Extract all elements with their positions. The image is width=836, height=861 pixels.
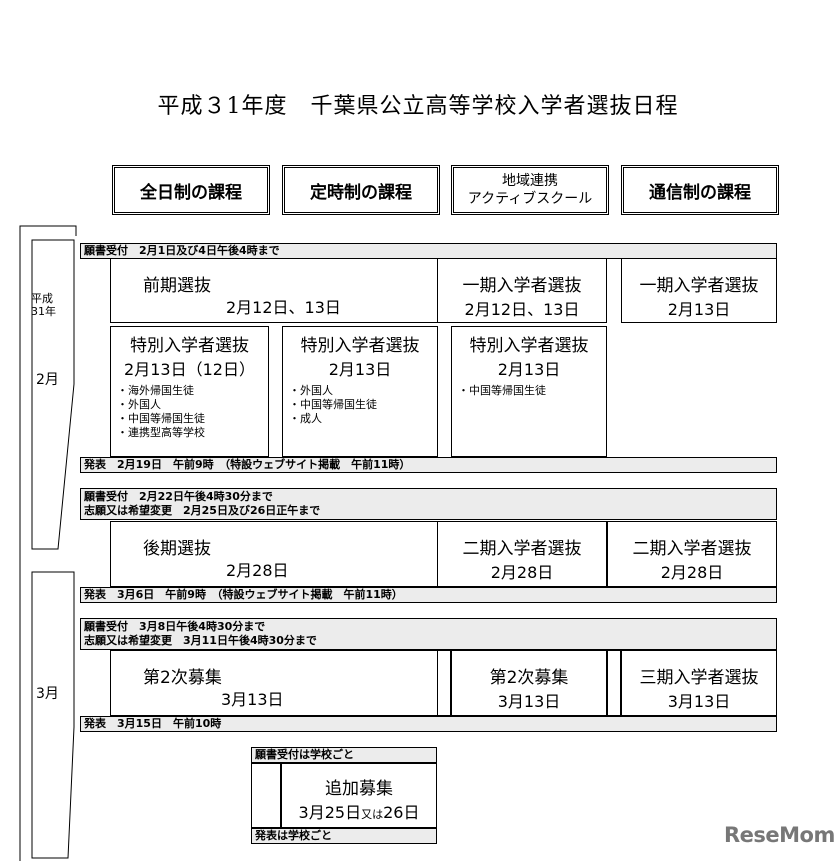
ichiki-tsushin-title: 一期入学者選抜: [639, 276, 759, 296]
niki-tsushin-box: 二期入学者選抜 2月28日: [607, 521, 777, 587]
additional-box: 追加募集 3月25日又は26日: [281, 763, 437, 828]
tokubetsu1-dates: 2月13日（12日）: [124, 360, 255, 379]
late-feb-accept-line2: 志願又は希望変更 2月25日及び26日正午まで: [84, 504, 321, 517]
year-bracket: [19, 225, 77, 861]
kouki-dates: 2月28日: [226, 561, 289, 580]
sanki-spacer: [607, 650, 621, 716]
additional-dates-a: 3月25日: [298, 803, 362, 822]
ichiki-tsushin-box: 一期入学者選抜 2月13日: [621, 258, 777, 323]
month-feb: 2月: [36, 372, 59, 388]
ichiki-chiiki-box: 一期入学者選抜 2月12日、13日: [437, 258, 607, 323]
year-label-line2: 31年: [31, 305, 56, 318]
feb-announce-band: 発表 2月19日 午前9時 （特設ウェブサイト掲載 午前11時）: [80, 457, 777, 473]
niki-chiiki-dates: 2月28日: [490, 563, 554, 582]
header-tsushin: 通信制の課程: [621, 165, 779, 215]
tokubetsu3-box: 特別入学者選抜 2月13日 ・中国等帰国生徒: [451, 326, 607, 457]
resemom-logo: ReseMom: [724, 823, 835, 847]
feb-accept-band: 願書受付 2月1日及び4日午後4時まで: [80, 243, 777, 259]
additional-accept-band: 願書受付は学校ごと: [251, 747, 437, 763]
niki-tsushin-title: 二期入学者選抜: [632, 539, 752, 559]
zenki-box: 前期選抜 2月12日、13日: [110, 258, 438, 323]
year-label-line1: 平成: [31, 292, 53, 305]
header-teiji: 定時制の課程: [282, 165, 440, 215]
march-accept-line1: 願書受付 3月8日午後4時30分まで: [84, 620, 266, 633]
tokubetsu1-box: 特別入学者選抜 2月13日（12日） ・海外帰国生徒 ・外国人 ・中国等帰国生徒…: [110, 326, 269, 457]
additional-title: 追加募集: [325, 779, 393, 799]
header-zennichi: 全日制の課程: [112, 165, 270, 215]
late-feb-announce-band: 発表 3月6日 午前9時 （特設ウェブサイト掲載 午前11時）: [80, 587, 777, 603]
late-feb-accept-line1: 願書受付 2月22日午後4時30分まで: [84, 490, 273, 503]
header-chiiki-line1: 地域連携: [502, 173, 558, 189]
sanki-dates: 3月13日: [667, 692, 731, 711]
month-mar: 3月: [36, 686, 59, 702]
tokubetsu2-list: ・外国人 ・中国等帰国生徒 ・成人: [283, 384, 437, 426]
page-title: 平成３1年度 千葉県公立高等学校入学者選抜日程: [157, 94, 679, 119]
additional-announce-band: 発表は学校ごと: [251, 828, 437, 844]
tokubetsu2-title: 特別入学者選抜: [300, 336, 420, 356]
dai2-chiiki-box: 第2次募集 3月13日: [451, 650, 607, 716]
dai2-spacer: [437, 650, 451, 716]
tokubetsu3-list: ・中国等帰国生徒: [452, 384, 606, 398]
dai2-dates: 3月13日: [221, 690, 284, 709]
tokubetsu2-dates: 2月13日: [328, 360, 392, 379]
sanki-title: 三期入学者選抜: [639, 668, 759, 688]
feb-bracket: [31, 239, 75, 550]
list-item: ・中国等帰国生徒: [289, 398, 377, 411]
tokubetsu3-title: 特別入学者選抜: [469, 336, 589, 356]
dai2-chiiki-dates: 3月13日: [497, 692, 561, 711]
ichiki-chiiki-dates: 2月12日、13日: [464, 300, 580, 319]
header-chiiki-line2: アクティブスクール: [467, 191, 593, 207]
additional-dates-or: 又は: [361, 808, 384, 821]
zenki-dates: 2月12日、13日: [226, 298, 341, 317]
march-announce-band: 発表 3月15日 午前10時: [80, 716, 777, 732]
sanki-box: 三期入学者選抜 3月13日: [621, 650, 777, 716]
list-item: ・成人: [289, 412, 322, 425]
additional-dates-b: 26日: [383, 803, 420, 822]
dai2-box: 第2次募集 3月13日: [110, 650, 438, 716]
dai2-title: 第2次募集: [143, 668, 222, 688]
niki-chiiki-box: 二期入学者選抜 2月28日: [437, 521, 607, 587]
zenki-title: 前期選抜: [143, 276, 211, 296]
late-feb-accept-band: 願書受付 2月22日午後4時30分まで 志願又は希望変更 2月25日及び26日正…: [80, 488, 777, 520]
niki-chiiki-title: 二期入学者選抜: [462, 539, 582, 559]
additional-spacer: [251, 763, 281, 828]
mar-bracket: [31, 571, 75, 859]
header-chiiki: 地域連携アクティブスクール: [451, 165, 609, 215]
kouki-box: 後期選抜 2月28日: [110, 521, 438, 587]
tokubetsu3-dates: 2月13日: [497, 360, 561, 379]
year-label: 平成 31年: [31, 292, 71, 318]
list-item: ・中国等帰国生徒: [458, 384, 546, 397]
ichiki-chiiki-title: 一期入学者選抜: [462, 276, 582, 296]
tokubetsu1-list: ・海外帰国生徒 ・外国人 ・中国等帰国生徒 ・連携型高等学校: [111, 384, 268, 440]
additional-dates: 3月25日又は26日: [282, 799, 436, 823]
ichiki-tsushin-dates: 2月13日: [667, 300, 731, 319]
list-item: ・中国等帰国生徒: [117, 412, 205, 425]
march-accept-line2: 志願又は希望変更 3月11日午後4時30分まで: [84, 634, 317, 647]
march-accept-band: 願書受付 3月8日午後4時30分まで 志願又は希望変更 3月11日午後4時30分…: [80, 618, 777, 650]
niki-tsushin-dates: 2月28日: [660, 563, 724, 582]
list-item: ・海外帰国生徒: [117, 384, 194, 397]
list-item: ・外国人: [117, 398, 161, 411]
tokubetsu1-title: 特別入学者選抜: [130, 336, 249, 356]
kouki-title: 後期選抜: [143, 539, 211, 559]
list-item: ・連携型高等学校: [117, 426, 205, 439]
dai2-chiiki-title: 第2次募集: [489, 668, 569, 688]
list-item: ・外国人: [289, 384, 333, 397]
tokubetsu2-box: 特別入学者選抜 2月13日 ・外国人 ・中国等帰国生徒 ・成人: [282, 326, 438, 457]
